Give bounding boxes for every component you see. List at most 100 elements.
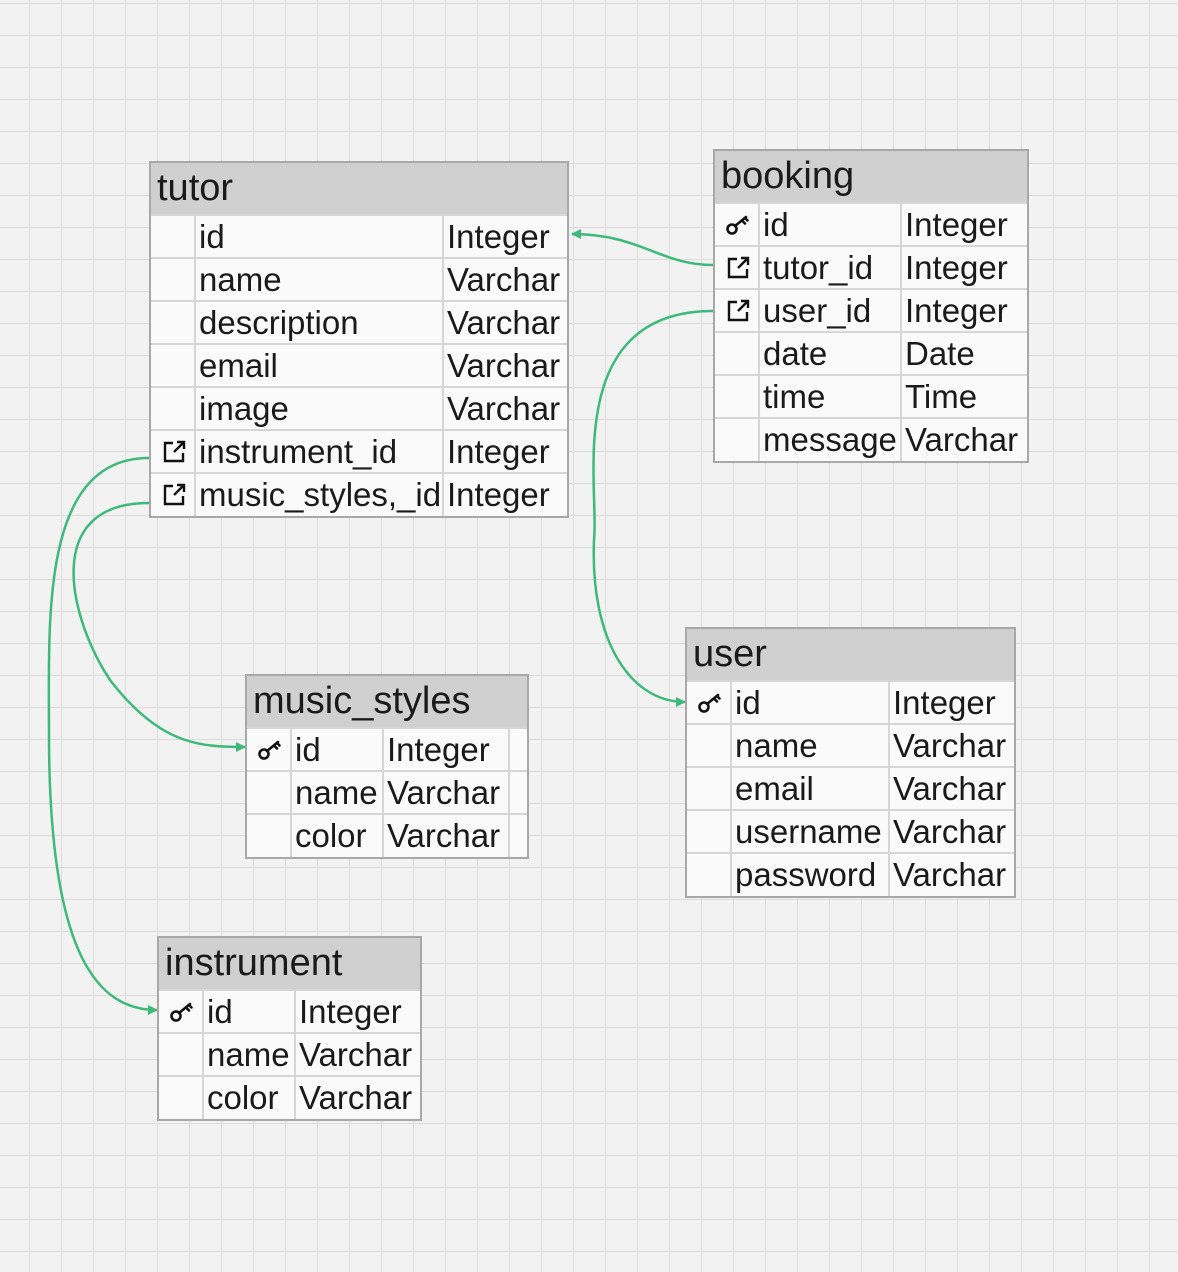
field-type: Varchar	[888, 723, 1014, 767]
field-icon-cell	[715, 245, 759, 289]
field-name: username	[730, 809, 889, 853]
field-icon-cell	[687, 852, 731, 896]
field-icon-cell	[715, 288, 759, 332]
field-name: name	[202, 1032, 295, 1076]
field-type: Integer	[442, 429, 567, 473]
field-extra-cell	[508, 770, 527, 814]
field-type: Varchar	[294, 1032, 420, 1076]
field-type: Date	[900, 331, 1027, 375]
field-name: instrument_id	[194, 429, 443, 473]
field-name: message	[758, 417, 901, 461]
field-type: Varchar	[442, 300, 567, 344]
entity-title: instrument	[159, 938, 420, 989]
field-icon-cell	[715, 417, 759, 461]
field-icon-cell	[687, 723, 731, 767]
entity-title: booking	[715, 151, 1027, 202]
field-type: Varchar	[442, 257, 567, 301]
field-name: password	[730, 852, 889, 896]
entity-title: user	[687, 629, 1014, 680]
field-type: Varchar	[900, 417, 1027, 461]
field-icon-cell	[715, 202, 759, 246]
field-type: Time	[900, 374, 1027, 418]
field-type: Integer	[900, 288, 1027, 332]
field-type: Varchar	[382, 813, 509, 857]
field-name: id	[290, 727, 383, 771]
field-type: Integer	[294, 989, 420, 1033]
foreign-key-icon	[718, 297, 758, 325]
entity-title: tutor	[151, 163, 567, 214]
connector-tutor-music-styles	[72, 501, 246, 752]
field-name: description	[194, 300, 443, 344]
field-type: Integer	[442, 214, 567, 258]
field-type: Integer	[442, 472, 567, 516]
field-icon-cell	[687, 680, 731, 724]
field-icon-cell	[159, 1032, 203, 1076]
field-name: id	[730, 680, 889, 724]
key-icon	[250, 736, 290, 764]
field-icon-cell	[159, 1075, 203, 1119]
field-icon-cell	[247, 813, 291, 857]
connector-tutor-instrument	[47, 456, 158, 1015]
field-icon-cell	[151, 214, 195, 258]
field-type: Varchar	[442, 386, 567, 430]
field-type: Varchar	[294, 1075, 420, 1119]
field-name: time	[758, 374, 901, 418]
key-icon	[162, 998, 202, 1026]
field-name: id	[202, 989, 295, 1033]
field-icon-cell	[687, 809, 731, 853]
field-icon-cell	[151, 343, 195, 387]
field-icon-cell	[151, 386, 195, 430]
connector-booking-tutor	[571, 229, 714, 267]
field-type: Varchar	[888, 852, 1014, 896]
field-type: Integer	[382, 727, 509, 771]
field-name: color	[290, 813, 383, 857]
field-extra-cell	[508, 727, 527, 771]
field-type: Integer	[900, 245, 1027, 289]
field-name: name	[290, 770, 383, 814]
field-name: email	[730, 766, 889, 810]
field-name: name	[730, 723, 889, 767]
field-type: Varchar	[888, 809, 1014, 853]
field-icon-cell	[247, 727, 291, 771]
field-icon-cell	[247, 770, 291, 814]
key-icon	[690, 689, 730, 717]
field-type: Integer	[888, 680, 1014, 724]
field-name: date	[758, 331, 901, 375]
field-icon-cell	[151, 257, 195, 301]
field-icon-cell	[151, 429, 195, 473]
entity-title: music_styles	[247, 676, 527, 727]
